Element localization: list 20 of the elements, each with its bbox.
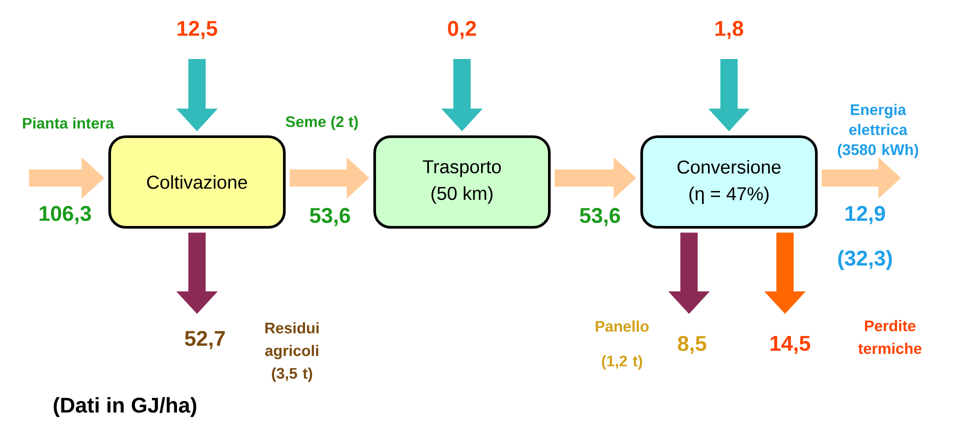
unit-note: (Dati in GJ/ha) (54, 397, 196, 417)
edge-label: 8,5 (678, 336, 706, 354)
process-box: Trasporto (50 km) (373, 135, 551, 229)
edge-label: 52,7 (184, 330, 225, 350)
edge-label: Energia elettrica (3580 kWh) (838, 104, 918, 158)
flow-value: 53,6 (580, 208, 620, 226)
flow-value: 53,6 (310, 208, 350, 226)
edge-label: Pianta intera (23, 117, 114, 129)
edge-label: 12,5 (178, 20, 218, 40)
edge-label: 1,8 (716, 20, 744, 40)
flow-value: (32,3) (838, 250, 892, 270)
edge-label: Seme (2 t) (286, 116, 358, 130)
process-box: Conversione (η = 47%) (640, 135, 818, 229)
process-box: Coltivazione (108, 135, 286, 229)
edge-label: 14,5 (770, 336, 810, 354)
flow-description: Residui agricoli (3,5 t) (265, 322, 319, 382)
edge-label: 0,2 (448, 20, 476, 40)
flow-description: Panello (1,2 t) (596, 320, 649, 370)
flow-description: Perdite termiche (858, 320, 922, 354)
flow-value: 12,9 (846, 206, 885, 224)
